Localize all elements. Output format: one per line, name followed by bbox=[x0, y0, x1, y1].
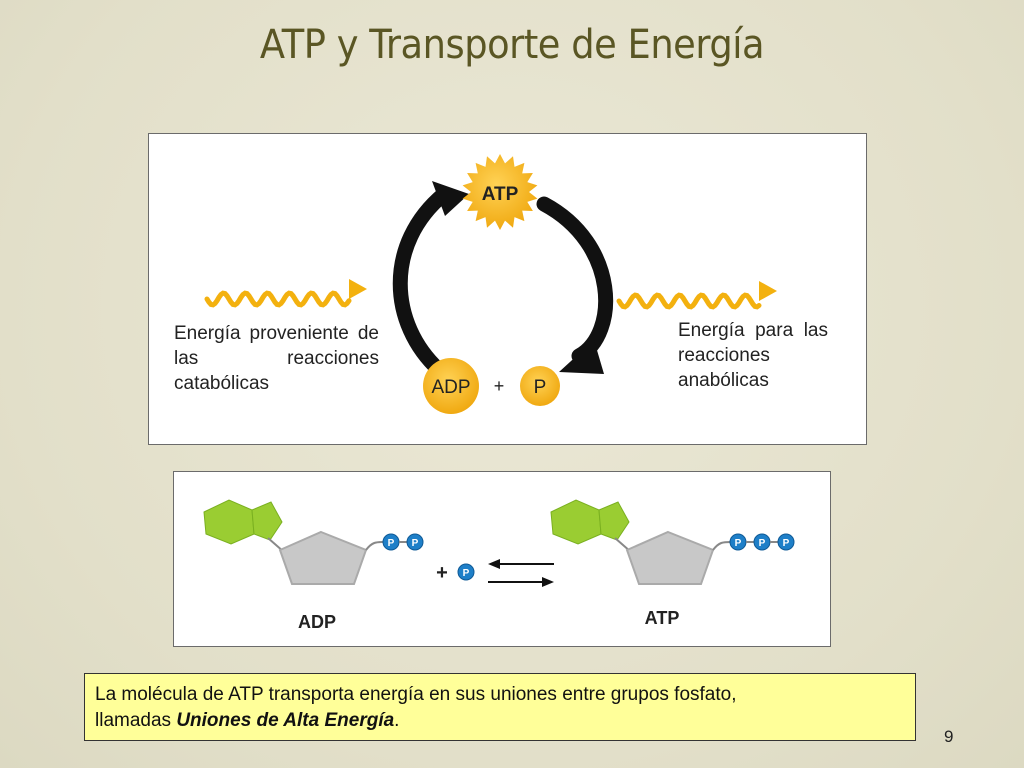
phosphate-symbol: P bbox=[783, 538, 790, 549]
catabolic-energy-caption: Energía proveniente de las reacciones ca… bbox=[174, 323, 379, 394]
atp-ribose-pentagon-icon bbox=[625, 530, 715, 585]
atp-adenine-ring-icon bbox=[550, 499, 602, 545]
phosphate-circle-icon bbox=[520, 366, 560, 406]
note-text-prefix: llamadas bbox=[95, 710, 177, 731]
equilibrium-arrow-forward-head bbox=[542, 577, 554, 587]
atp-structure-label: ATP bbox=[645, 608, 680, 628]
page-number: 9 bbox=[944, 727, 954, 746]
atp-phosphate-bond bbox=[712, 541, 732, 551]
slide-title: ATP y Transporte de Energía bbox=[259, 22, 765, 68]
free-phosphate-icon bbox=[457, 563, 475, 581]
cycle-arrow-left bbox=[392, 186, 452, 378]
adp-circle-icon bbox=[423, 358, 479, 414]
atp-note-box: La molécula de ATP transporta energía en… bbox=[84, 673, 916, 741]
adp-ribose-pentagon-icon bbox=[278, 530, 368, 585]
atp-cycle-panel: ATP ADP + P Energía proveniente de las r… bbox=[148, 133, 867, 445]
phosphate-group-icon bbox=[406, 533, 424, 551]
phosphate-symbol: P bbox=[412, 538, 419, 549]
cycle-phosphate-label: P bbox=[534, 377, 547, 398]
cycle-plus-sign: + bbox=[494, 376, 505, 396]
adp-adenine-pentagon-icon bbox=[251, 501, 283, 541]
phosphate-group-icon bbox=[777, 533, 795, 551]
atp-starburst-icon bbox=[462, 154, 538, 230]
phosphate-symbol: P bbox=[759, 538, 766, 549]
energy-wave-left-arrowhead bbox=[349, 279, 367, 299]
adp-adenine-ring-icon bbox=[203, 499, 255, 545]
adp-phosphate-bond bbox=[365, 541, 385, 551]
cycle-arrow-right bbox=[536, 196, 614, 364]
free-phosphate-symbol: P bbox=[463, 568, 470, 579]
equilibrium-arrow-back-head bbox=[488, 559, 500, 569]
energy-wave-left-icon bbox=[204, 290, 352, 308]
energy-wave-right-icon bbox=[616, 292, 762, 310]
structure-plus-sign: + bbox=[436, 562, 448, 584]
atp-adenine-pentagon-icon bbox=[598, 501, 630, 541]
phosphate-symbol: P bbox=[388, 538, 395, 549]
atp-cycle-diagram: ATP ADP + P bbox=[204, 154, 777, 414]
note-suffix: . bbox=[394, 710, 400, 731]
phosphate-symbol: P bbox=[735, 538, 742, 549]
cycle-atp-label: ATP bbox=[482, 184, 519, 205]
note-text-line1: La molécula de ATP transporta energía en… bbox=[95, 684, 737, 705]
cycle-arrow-right-head bbox=[559, 340, 604, 374]
adp-structure-label: ADP bbox=[298, 612, 336, 632]
note-emphasis: Uniones de Alta Energía bbox=[176, 710, 395, 731]
cycle-adp-label: ADP bbox=[431, 377, 470, 398]
anabolic-energy-caption: Energía para las reacciones anabólicas bbox=[678, 320, 828, 391]
cycle-arrow-left-head bbox=[432, 181, 469, 216]
energy-wave-right-arrowhead bbox=[759, 281, 777, 301]
